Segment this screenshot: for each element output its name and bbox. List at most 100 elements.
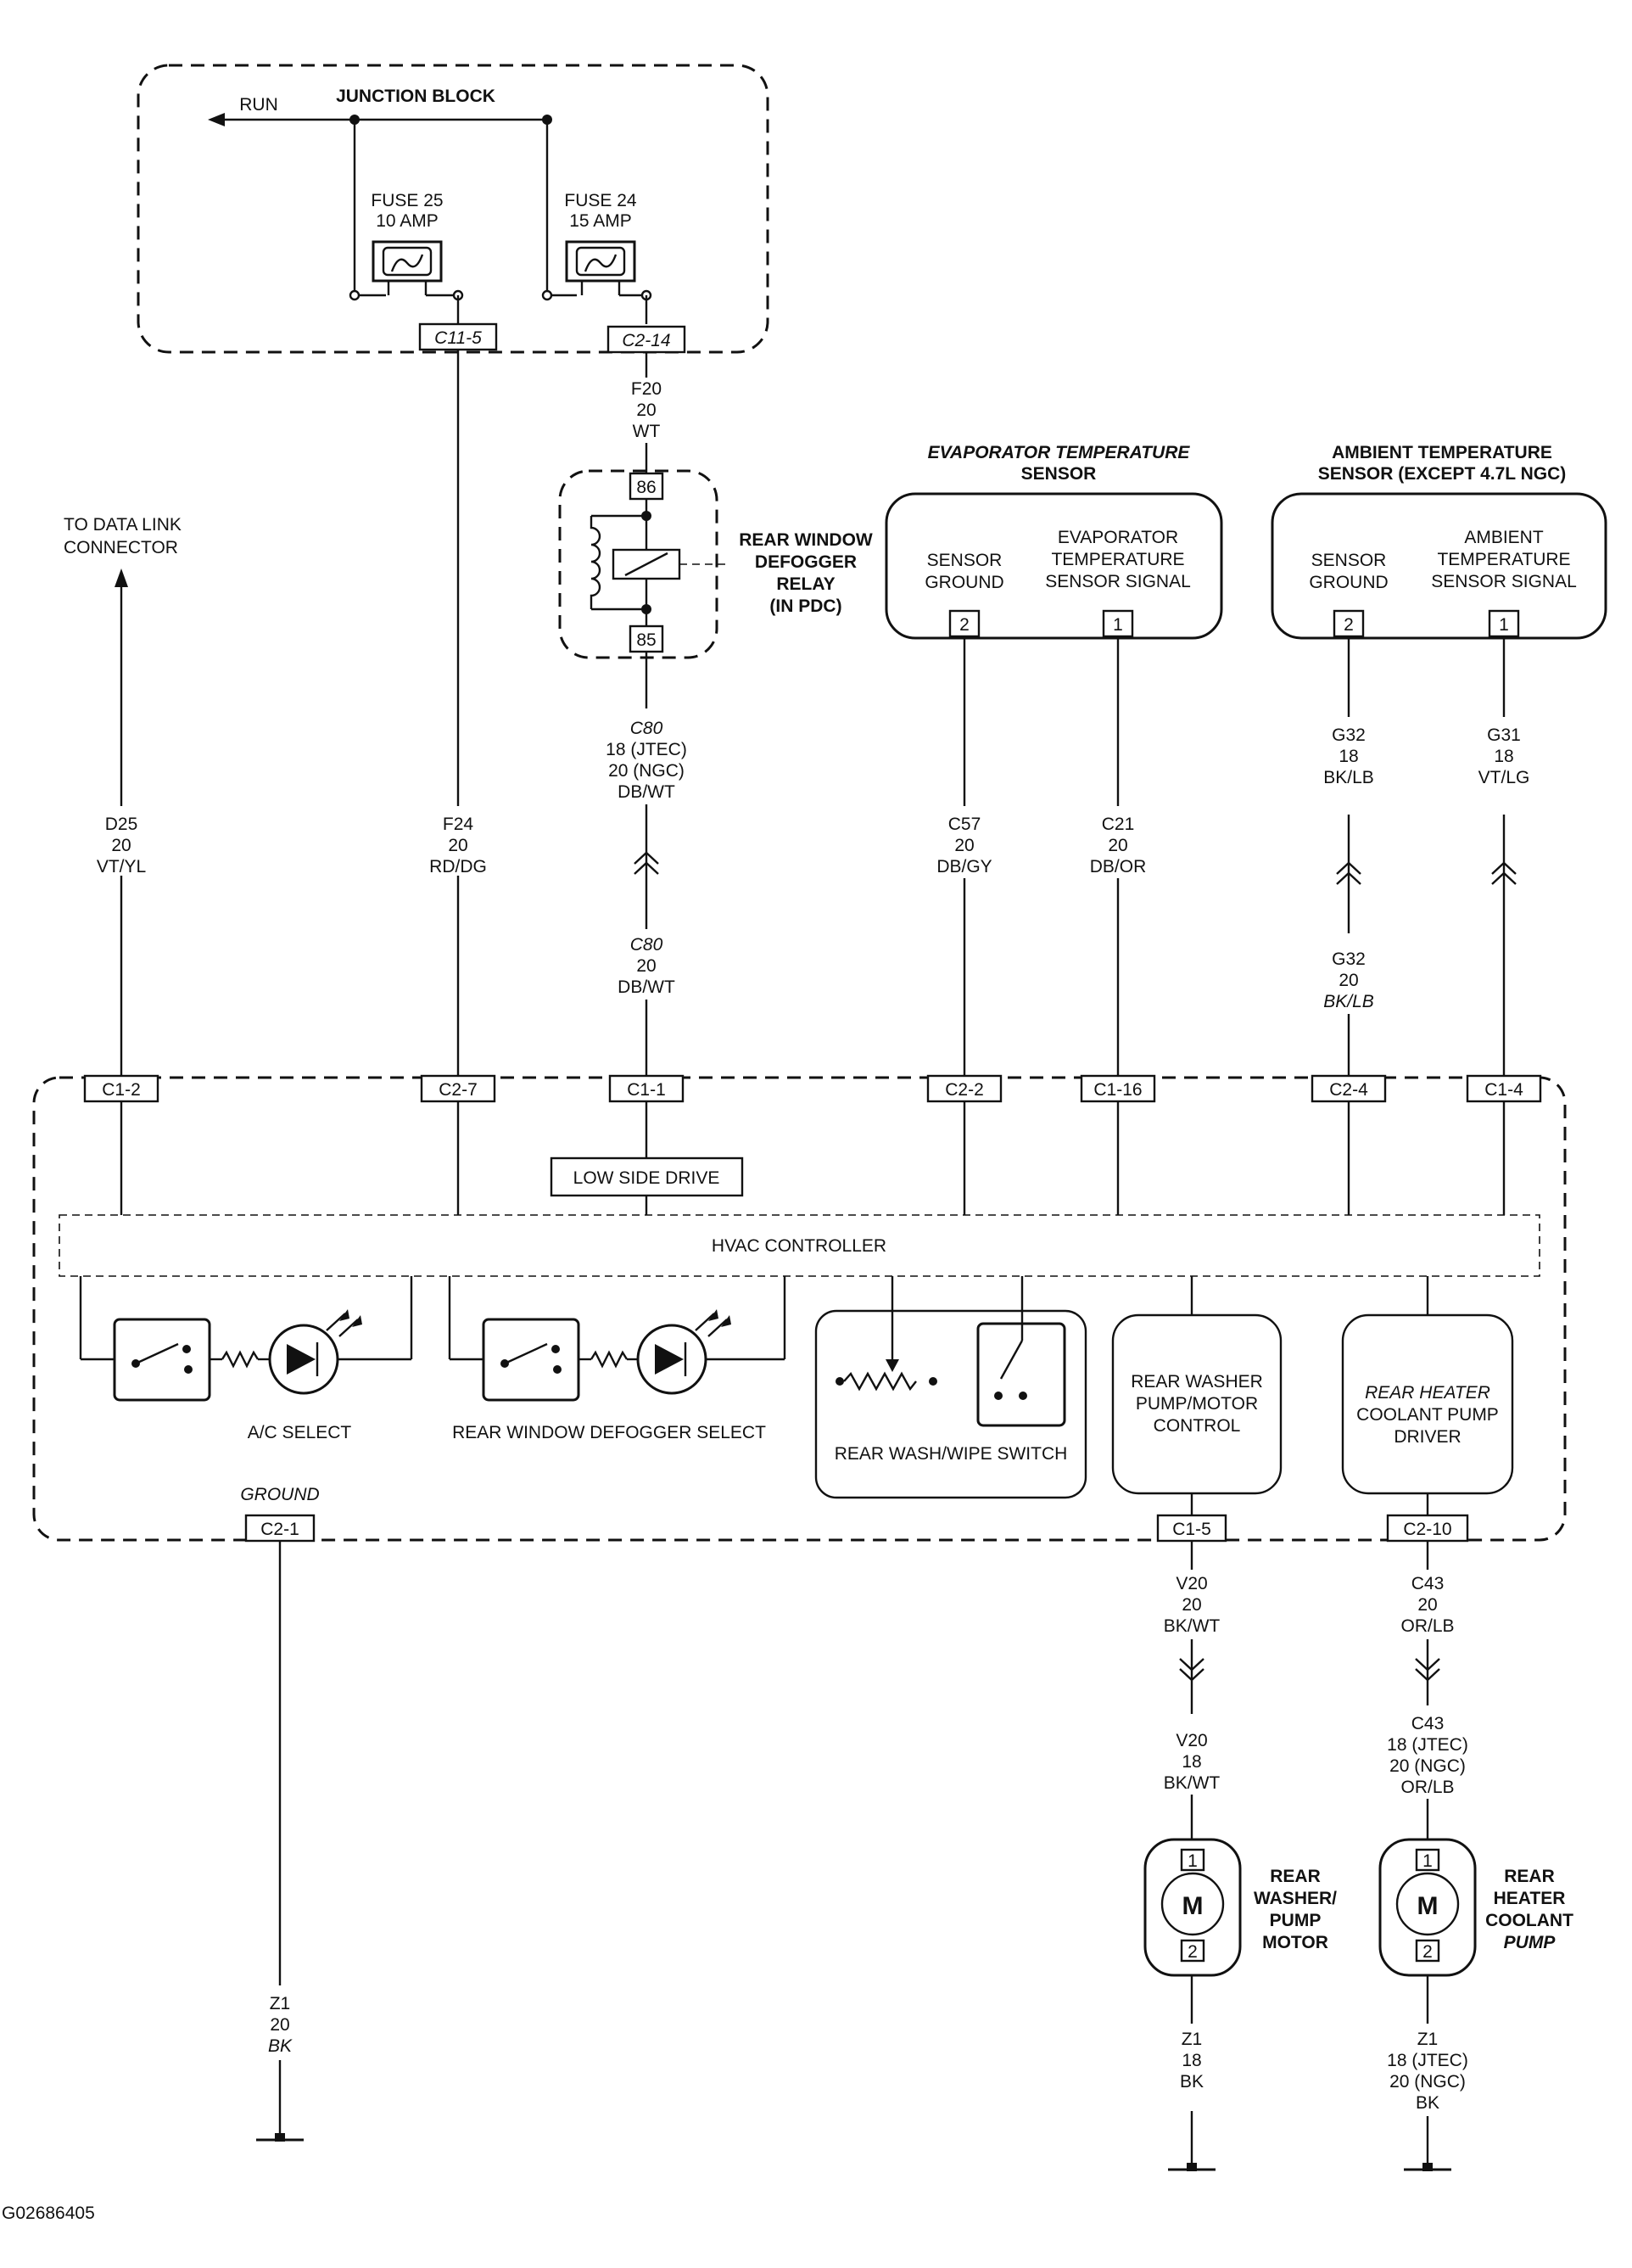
svg-text:2: 2 bbox=[1422, 1942, 1433, 1962]
connector-c2-10 bbox=[1386, 1514, 1469, 1543]
svg-text:DB/GY: DB/GY bbox=[936, 857, 992, 876]
svg-text:CONTROL: CONTROL bbox=[1154, 1416, 1241, 1436]
wire-c21: C21 20 DB/OR bbox=[1090, 636, 1146, 1076]
rear-wash-wipe-label: REAR WASH/WIPE SWITCH bbox=[835, 1444, 1068, 1464]
svg-text:DB/WT: DB/WT bbox=[618, 782, 675, 802]
svg-text:DRIVER: DRIVER bbox=[1394, 1427, 1461, 1447]
rear-heater-coolant-pump: 1 M 2 REAR HEATER COOLANT PUMP bbox=[1378, 1838, 1573, 1977]
fuse-24-name: FUSE 24 bbox=[564, 191, 637, 210]
svg-text:COOLANT: COOLANT bbox=[1485, 1911, 1573, 1930]
ground-icon bbox=[256, 2133, 304, 2142]
svg-text:V20: V20 bbox=[1176, 1731, 1207, 1750]
rear-heater-pump-driver: REAR HEATER COOLANT PUMP DRIVER bbox=[1341, 1276, 1514, 1515]
svg-text:AMBIENT: AMBIENT bbox=[1464, 528, 1544, 547]
svg-text:C1-4: C1-4 bbox=[1484, 1080, 1523, 1100]
ground-icon bbox=[1168, 2163, 1216, 2171]
svg-text:20: 20 bbox=[636, 956, 656, 976]
svg-text:20: 20 bbox=[1182, 1595, 1201, 1615]
connector-c2-2 bbox=[926, 1074, 1003, 1103]
connector-c2-14 bbox=[606, 325, 686, 354]
svg-text:BK/WT: BK/WT bbox=[1164, 1773, 1221, 1793]
svg-text:SENSOR SIGNAL: SENSOR SIGNAL bbox=[1045, 572, 1191, 591]
svg-text:G32: G32 bbox=[1332, 725, 1366, 745]
svg-text:GROUND: GROUND bbox=[925, 573, 1003, 592]
svg-text:VT/LG: VT/LG bbox=[1478, 768, 1530, 787]
svg-text:PUMP: PUMP bbox=[1504, 1933, 1557, 1952]
svg-text:GROUND: GROUND bbox=[1309, 573, 1388, 592]
svg-text:AMBIENT TEMPERATURE: AMBIENT TEMPERATURE bbox=[1332, 443, 1552, 462]
svg-text:HEATER: HEATER bbox=[1494, 1889, 1566, 1908]
svg-text:WASHER/: WASHER/ bbox=[1254, 1889, 1337, 1908]
svg-text:C11-5: C11-5 bbox=[434, 328, 482, 348]
svg-text:C2-1: C2-1 bbox=[260, 1520, 299, 1539]
svg-text:REAR WINDOW: REAR WINDOW bbox=[739, 530, 873, 550]
svg-text:F24: F24 bbox=[443, 815, 474, 834]
svg-text:DB/WT: DB/WT bbox=[618, 977, 675, 997]
relay-coil-icon bbox=[590, 516, 601, 609]
hvac-module: C1-2 C2-7 C1-1 C2-2 C1-16 C2-4 C1-4 LOW … bbox=[32, 1074, 1567, 1543]
ground-wire-z1: Z1 20 BK bbox=[256, 1541, 304, 2142]
svg-text:20 (NGC): 20 (NGC) bbox=[1389, 1756, 1466, 1776]
svg-text:SENSOR SIGNAL: SENSOR SIGNAL bbox=[1431, 572, 1577, 591]
data-link-arrow-icon bbox=[115, 568, 128, 587]
svg-text:C2-7: C2-7 bbox=[439, 1080, 478, 1100]
wire-d25-gauge: 20 bbox=[111, 836, 131, 855]
rear-washer-pump-control: REAR WASHER PUMP/MOTOR CONTROL bbox=[1111, 1276, 1283, 1515]
svg-text:86: 86 bbox=[636, 478, 656, 497]
svg-text:1: 1 bbox=[1113, 615, 1123, 635]
rear-defogger-select-label: REAR WINDOW DEFOGGER SELECT bbox=[452, 1423, 766, 1442]
svg-text:2: 2 bbox=[1188, 1942, 1198, 1962]
potentiometer-icon bbox=[843, 1371, 917, 1392]
svg-text:18: 18 bbox=[1339, 747, 1358, 766]
svg-text:F20: F20 bbox=[631, 379, 662, 399]
svg-text:C57: C57 bbox=[948, 815, 981, 834]
svg-text:2: 2 bbox=[959, 615, 970, 635]
svg-text:V20: V20 bbox=[1176, 1574, 1207, 1593]
fuse-25-name: FUSE 25 bbox=[371, 191, 443, 210]
wire-v20: V20 20 BK/WT V20 18 BK/WT bbox=[1164, 1541, 1221, 1850]
svg-text:G31: G31 bbox=[1487, 725, 1521, 745]
svg-text:20: 20 bbox=[1108, 836, 1127, 855]
svg-text:G32: G32 bbox=[1332, 949, 1366, 969]
rear-window-defogger-relay: 86 85 REAR WINDOW DEFOGGER RELAY (IN PDC… bbox=[558, 469, 873, 659]
svg-text:18 (JTEC): 18 (JTEC) bbox=[1387, 2051, 1468, 2070]
svg-text:BK: BK bbox=[1180, 2072, 1204, 2092]
wire-c57: C57 20 DB/GY bbox=[936, 636, 992, 1076]
svg-text:PUMP/MOTOR: PUMP/MOTOR bbox=[1136, 1394, 1258, 1414]
svg-text:REAR HEATER: REAR HEATER bbox=[1365, 1383, 1490, 1403]
svg-text:OR/LB: OR/LB bbox=[1400, 1778, 1454, 1797]
svg-text:SENSOR: SENSOR bbox=[1311, 551, 1387, 570]
svg-text:20: 20 bbox=[448, 836, 467, 855]
resistor-icon bbox=[221, 1350, 260, 1369]
svg-text:BK/LB: BK/LB bbox=[1323, 992, 1374, 1011]
wire-d25-color: VT/YL bbox=[97, 857, 146, 876]
junction-block: JUNCTION BLOCK RUN FUSE 25 10 AMP FUSE 2… bbox=[137, 64, 769, 354]
svg-text:Z1: Z1 bbox=[1182, 2030, 1203, 2049]
run-label: RUN bbox=[239, 95, 278, 115]
svg-text:TEMPERATURE: TEMPERATURE bbox=[1437, 550, 1570, 569]
svg-text:1: 1 bbox=[1499, 615, 1509, 635]
svg-text:C2-10: C2-10 bbox=[1403, 1520, 1451, 1539]
ground-label: GROUND bbox=[240, 1485, 319, 1504]
svg-text:SENSOR: SENSOR bbox=[927, 551, 1003, 570]
svg-text:EVAPORATOR: EVAPORATOR bbox=[1058, 528, 1178, 547]
svg-text:20: 20 bbox=[954, 836, 974, 855]
data-link-label-2: CONNECTOR bbox=[64, 538, 178, 557]
svg-text:REAR WASHER: REAR WASHER bbox=[1131, 1372, 1263, 1392]
svg-text:C2-4: C2-4 bbox=[1329, 1080, 1368, 1100]
svg-text:18 (JTEC): 18 (JTEC) bbox=[1387, 1735, 1468, 1755]
hvac-controller-label: HVAC CONTROLLER bbox=[712, 1236, 886, 1256]
motor-icon bbox=[1160, 1872, 1225, 1936]
svg-text:C2-2: C2-2 bbox=[945, 1080, 984, 1100]
wire-g31: G31 18 VT/LG bbox=[1478, 636, 1530, 1076]
wire-f24: F24 20 RD/DG bbox=[429, 350, 487, 1076]
svg-text:C43: C43 bbox=[1411, 1574, 1445, 1593]
svg-text:EVAPORATOR TEMPERATURE: EVAPORATOR TEMPERATURE bbox=[928, 443, 1191, 462]
svg-text:20: 20 bbox=[1417, 1595, 1437, 1615]
svg-text:C1-5: C1-5 bbox=[1172, 1520, 1211, 1539]
svg-text:SENSOR: SENSOR bbox=[1021, 464, 1097, 484]
svg-text:RD/DG: RD/DG bbox=[429, 857, 487, 876]
hvac-controller-band bbox=[59, 1214, 1540, 1277]
fuse-25-rating: 10 AMP bbox=[376, 211, 439, 231]
svg-text:C43: C43 bbox=[1411, 1714, 1445, 1733]
